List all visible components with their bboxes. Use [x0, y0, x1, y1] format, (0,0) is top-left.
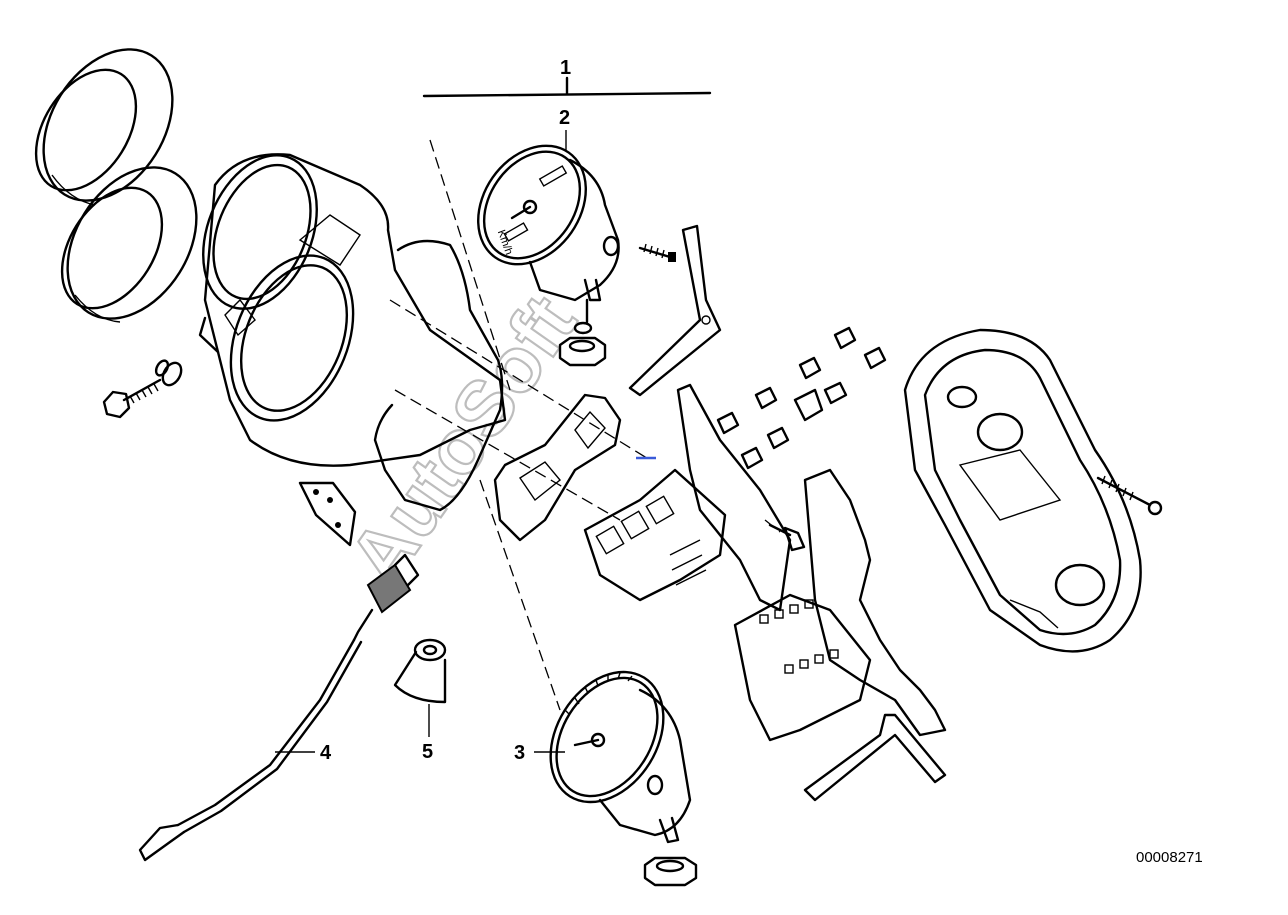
- instrument-housing: [198, 153, 507, 467]
- indicator-bulb-holders: [716, 326, 887, 470]
- watermark-text: AutoSoft: [332, 280, 593, 600]
- callout-1: 1: [560, 57, 571, 79]
- trim-ring-upper: [34, 48, 174, 206]
- trim-ring-lower: [60, 166, 198, 323]
- rear-cover-screw: [1096, 475, 1163, 516]
- l-bracket: [803, 713, 947, 802]
- mounting-screw-left: [102, 359, 183, 419]
- callout-5: 5: [422, 741, 433, 763]
- rear-cover: [903, 328, 1142, 653]
- housing-seal-gasket: [373, 239, 504, 512]
- printed-circuit-board: [733, 468, 947, 742]
- circuit-screw: [768, 523, 806, 552]
- tachometer-nut: [643, 856, 698, 887]
- callout-2: 2: [559, 107, 570, 129]
- tachometer-gauge: [549, 670, 692, 844]
- gauge-bracket: [628, 224, 722, 397]
- diagram-number: 00008271: [1136, 849, 1203, 866]
- rubber-grommet: [393, 638, 447, 704]
- speedometer-gauge: Km/h: [477, 144, 620, 302]
- speedometer-nut: [558, 298, 607, 367]
- callout-4: 4: [320, 742, 332, 764]
- cross-bracket: [493, 393, 622, 542]
- mounting-plate: [298, 481, 357, 547]
- speedometer-screw: [638, 243, 676, 262]
- speedometer-cable: [138, 553, 420, 862]
- callout-3: 3: [514, 742, 525, 764]
- connector-block: [583, 468, 727, 602]
